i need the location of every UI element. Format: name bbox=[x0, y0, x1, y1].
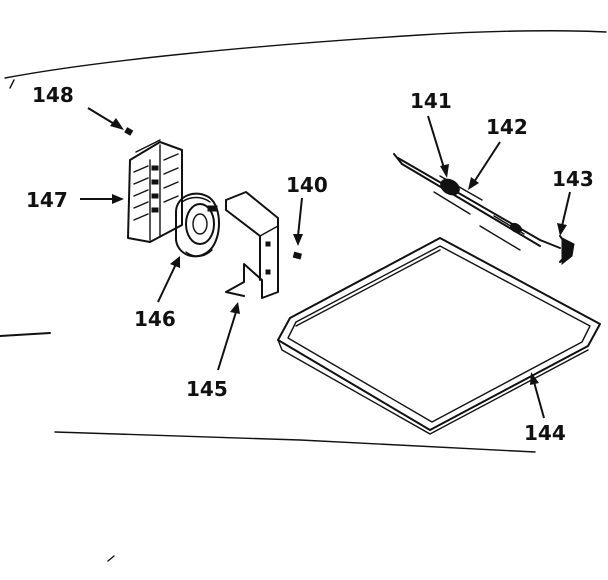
callout-141: 141 bbox=[410, 89, 452, 113]
callout-144: 144 bbox=[524, 421, 566, 445]
part-145-bracket bbox=[225, 191, 279, 299]
leader-142 bbox=[468, 141, 501, 190]
part-146-motor bbox=[175, 192, 220, 258]
leader-143 bbox=[557, 191, 571, 236]
background-left-mark bbox=[0, 332, 51, 337]
part-140-screw bbox=[292, 251, 302, 260]
part-144-tray bbox=[277, 237, 601, 435]
leader-141 bbox=[427, 115, 449, 178]
leader-146 bbox=[157, 256, 180, 303]
background-top-edge bbox=[4, 30, 607, 79]
callout-140: 140 bbox=[286, 173, 328, 197]
part-141-142-143-rod-assembly bbox=[393, 153, 575, 266]
part-148-screw bbox=[124, 127, 134, 136]
leader-144 bbox=[530, 372, 545, 419]
callout-147: 147 bbox=[26, 188, 68, 212]
callout-146: 146 bbox=[134, 307, 176, 331]
leader-145 bbox=[217, 302, 240, 371]
leader-140 bbox=[293, 197, 303, 246]
leader-148 bbox=[87, 107, 124, 130]
callout-145: 145 bbox=[186, 377, 228, 401]
leader-147 bbox=[80, 194, 124, 204]
callout-142: 142 bbox=[486, 115, 528, 139]
part-147-terminal-block bbox=[127, 139, 183, 243]
callout-148: 148 bbox=[32, 83, 74, 107]
background-bottom-edge bbox=[54, 431, 536, 453]
background-dash-mark bbox=[107, 555, 115, 562]
background-tick-mark bbox=[9, 79, 15, 89]
callout-143: 143 bbox=[552, 167, 594, 191]
